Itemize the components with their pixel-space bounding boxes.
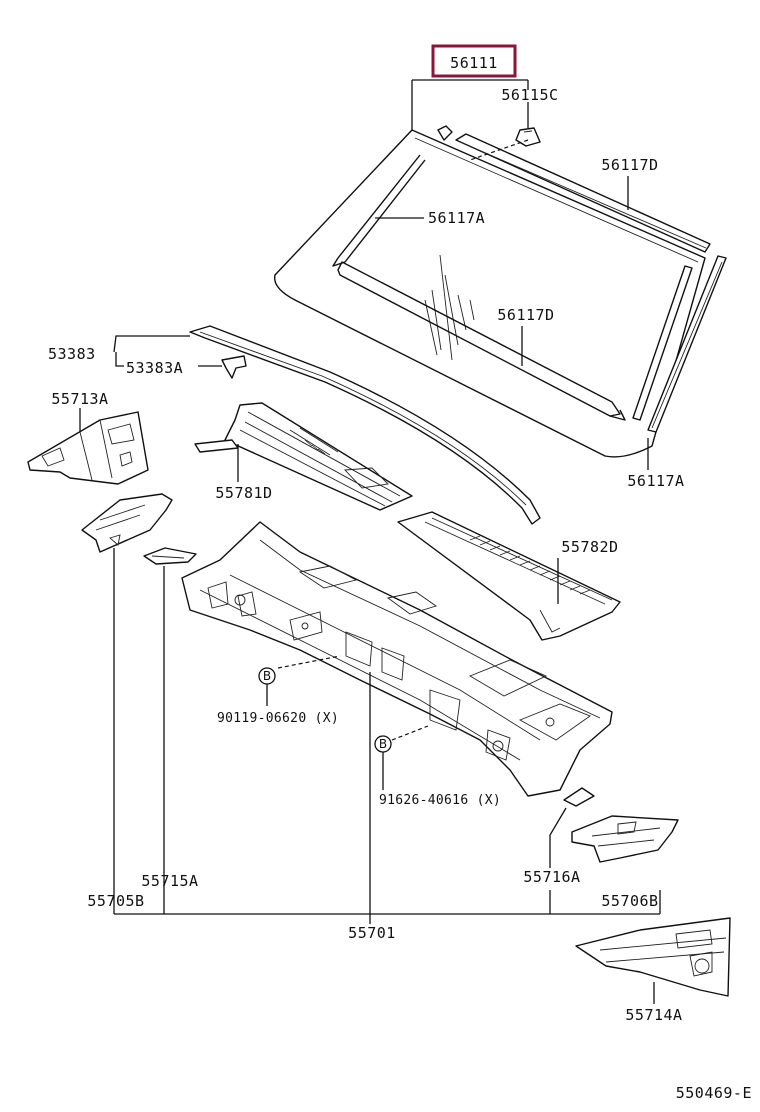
part-label-56115C[interactable]: 56115C [501,86,558,104]
part-label-56117D-top[interactable]: 56117D [601,156,658,174]
cowl-panel-55782D[interactable] [397,511,621,641]
part-label-53383A[interactable]: 53383A [126,359,183,377]
glass-dam-56117A[interactable] [332,154,626,421]
bolt-callout-b1: B [258,667,276,685]
part-label-55715A[interactable]: 55715A [141,872,198,890]
highlight-box [431,44,517,78]
part-label-56117A-right[interactable]: 56117A [627,472,684,490]
part-label-55716A[interactable]: 55716A [523,868,580,886]
windshield-glass[interactable] [273,129,706,458]
clip-53383A[interactable] [221,355,247,379]
svg-text:B: B [379,737,387,751]
moulding-56117D-top[interactable] [455,133,711,253]
part-label-55781D[interactable]: 55781D [215,484,272,502]
part-label-55713A[interactable]: 55713A [51,390,108,408]
part-label-55705B[interactable]: 55705B [87,892,144,910]
seal-53383[interactable] [189,325,541,525]
bracket-55714A[interactable] [575,917,731,997]
part-label-91626-40616[interactable]: 91626-40616 (X) [379,793,501,808]
part-label-90119-06620[interactable]: 90119-06620 (X) [217,711,339,726]
part-label-56117D-mid[interactable]: 56117D [497,306,554,324]
bracket-55716A[interactable] [563,787,595,807]
bracket-55713A[interactable] [27,411,149,485]
bracket-55715A[interactable] [143,547,197,565]
bracket-55705B[interactable] [81,493,173,553]
diagram-reference-number: 550469-E [676,1084,752,1102]
part-label-55701[interactable]: 55701 [348,924,396,942]
bracket-55706B[interactable] [571,815,679,863]
cowl-panel-55781D[interactable] [194,402,413,511]
part-label-56117A-mid[interactable]: 56117A [428,209,485,227]
leader-lines [79,79,661,1004]
part-label-55714A[interactable]: 55714A [625,1006,682,1024]
svg-text:B: B [263,669,271,683]
moulding-56117D-side[interactable] [632,265,693,421]
part-label-53383[interactable]: 53383 [48,345,96,363]
part-label-56111[interactable]: 56111 [450,54,498,72]
bolt-callout-b2: B [374,735,392,753]
part-label-55706B[interactable]: 55706B [601,892,658,910]
part-label-55782D[interactable]: 55782D [561,538,618,556]
spacer-clips[interactable] [437,125,541,147]
dash-panel-55701[interactable] [181,521,613,797]
moulding-56117A-right[interactable] [647,255,727,433]
